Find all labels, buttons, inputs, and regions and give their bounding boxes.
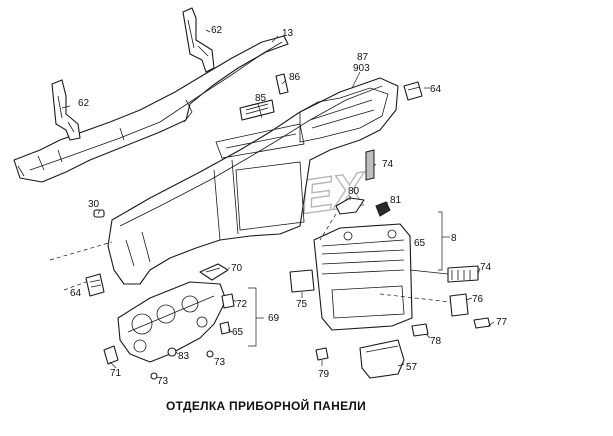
callout-80: 80 <box>348 186 360 197</box>
part-73-a <box>206 350 214 358</box>
callout-79: 79 <box>318 369 330 380</box>
callout-77: 77 <box>496 317 508 328</box>
part-72 <box>221 293 235 309</box>
part-71 <box>103 345 119 365</box>
callout-76: 76 <box>472 294 484 305</box>
callout-72: 72 <box>236 299 248 310</box>
cross-beam <box>13 35 289 183</box>
centre-console <box>313 223 413 331</box>
callout-73-right: 73 <box>214 357 226 368</box>
part-78 <box>411 323 429 337</box>
callout-70: 70 <box>231 263 243 274</box>
callout-69: 69 <box>268 313 280 324</box>
callout-73-left: 73 <box>157 376 169 387</box>
diagram-caption: ОТДЕЛКА ПРИБОРНОЙ ПАНЕЛИ <box>166 399 367 413</box>
callout-81: 81 <box>390 195 402 206</box>
part-81 <box>375 201 391 217</box>
part-83 <box>167 347 177 357</box>
callout-62-lower: 62 <box>78 98 90 109</box>
callout-57: 57 <box>406 362 418 373</box>
callout-71: 71 <box>110 368 122 379</box>
part-70 <box>199 263 229 281</box>
callout-903: 903 <box>353 63 370 74</box>
part-57 <box>359 339 405 379</box>
callout-62-upper: 62 <box>211 25 223 36</box>
part-65-small <box>219 321 231 335</box>
part-30 <box>93 209 105 218</box>
callout-74-lower: 74 <box>480 262 492 273</box>
callout-64-right: 64 <box>430 84 442 95</box>
callout-64-left: 64 <box>70 288 82 299</box>
callout-86: 86 <box>289 72 301 83</box>
callout-13: 13 <box>282 28 294 39</box>
instrument-panel-lower <box>117 281 227 363</box>
bracket-lower <box>51 79 81 141</box>
part-77 <box>473 317 491 329</box>
callout-78: 78 <box>430 336 442 347</box>
part-74-lower <box>447 265 479 283</box>
part-64-right <box>403 81 423 101</box>
callout-85: 85 <box>255 93 267 104</box>
callout-75: 75 <box>296 299 308 310</box>
part-64-left <box>85 273 105 297</box>
callout-74-upper: 74 <box>382 159 394 170</box>
callout-87: 87 <box>357 52 369 63</box>
callout-30: 30 <box>88 199 100 210</box>
part-79 <box>315 347 329 361</box>
part-75 <box>289 269 315 293</box>
callout-65-lower: 65 <box>232 327 244 338</box>
part-74-upper <box>365 149 375 181</box>
bracket-upper <box>182 7 215 73</box>
callout-83: 83 <box>178 351 190 362</box>
part-80 <box>335 197 365 215</box>
callout-65-upper: 65 <box>414 238 426 249</box>
callout-8: 8 <box>451 233 457 244</box>
dashboard-body <box>107 77 399 285</box>
part-73-b <box>150 372 158 380</box>
part-76 <box>449 293 469 317</box>
